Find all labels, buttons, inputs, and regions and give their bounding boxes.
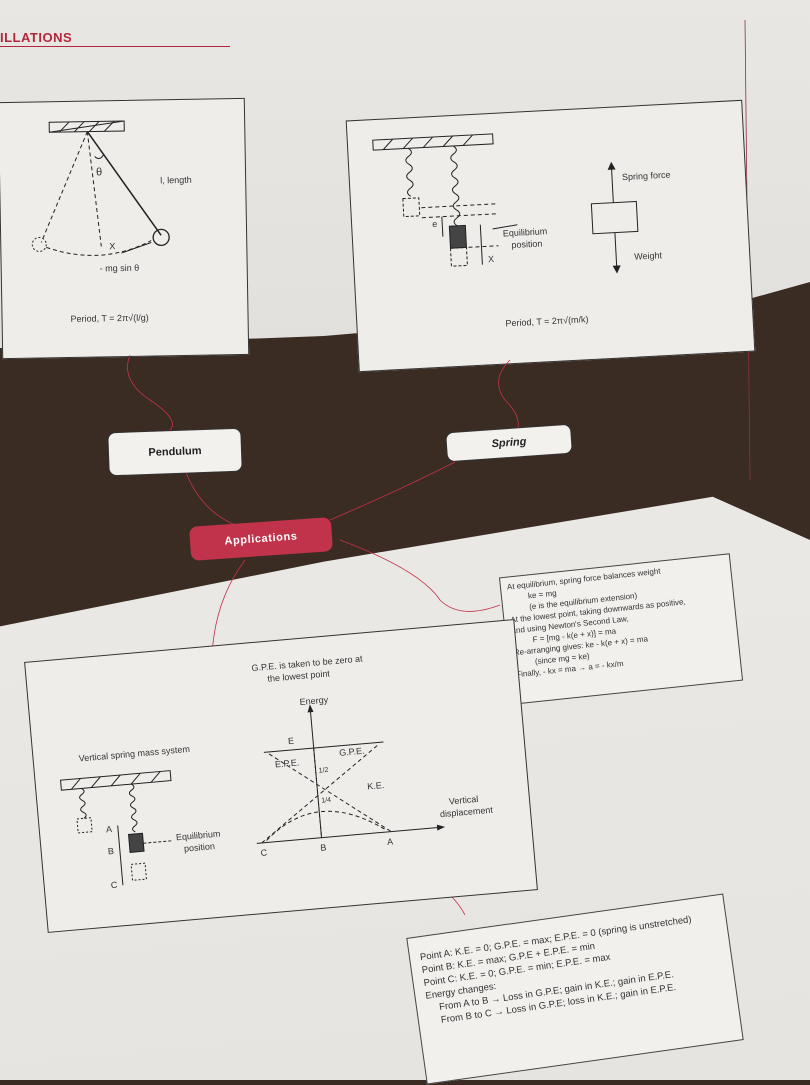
spring-point-a: A (105, 823, 113, 835)
spring-point-c: C (110, 879, 118, 891)
pendulum-diagram-box: θ l, length X - mg sin θ Period, T = 2π√… (0, 97, 250, 360)
half-label: 1/2 (318, 766, 329, 775)
title-rule (0, 46, 230, 47)
spring-point-b: B (107, 845, 115, 857)
epe-label: E.P.E. (274, 757, 300, 770)
pendulum-drawing (31, 120, 170, 256)
spring-drawing (372, 133, 639, 274)
graph-point-a: A (386, 836, 394, 847)
et-label: E (287, 735, 295, 747)
vertical-spring-box: Vertical spring mass system G.P.E. is ta… (24, 619, 538, 933)
spring-diagram-box: e X Equilibrium position Spring force We… (345, 99, 756, 373)
graph-point-c: C (260, 847, 268, 859)
quarter-label: 1/4 (321, 796, 332, 805)
section-title: ILLATIONS (0, 30, 73, 45)
pendulum-node[interactable]: Pendulum (107, 427, 243, 477)
equilibrium-notes-box: At equilibrium, spring force balances we… (498, 553, 744, 705)
graph-point-b: B (319, 842, 327, 853)
ke-label: K.E. (366, 780, 385, 792)
energy-graph (59, 704, 446, 886)
